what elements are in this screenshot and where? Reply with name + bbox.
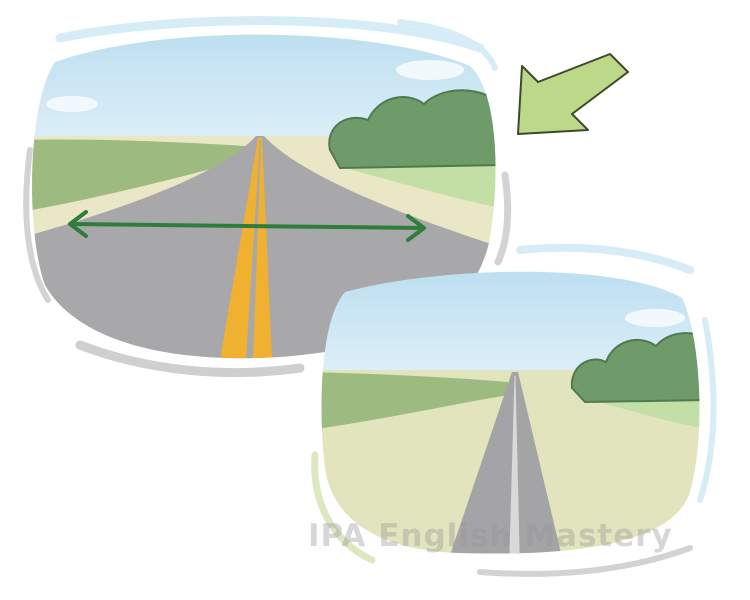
grass-left — [321, 372, 508, 430]
pointer-arrow-icon — [517, 53, 629, 135]
center-line — [509, 376, 520, 554]
width-double-arrow — [68, 210, 426, 242]
road — [445, 372, 565, 554]
cloud — [46, 96, 98, 112]
cloud — [396, 60, 464, 80]
grass-left — [32, 139, 245, 212]
bushes — [328, 89, 496, 170]
cloud — [625, 309, 685, 327]
center-line-gap — [246, 140, 261, 359]
bushes — [570, 332, 700, 404]
narrow-road-scene — [321, 271, 700, 554]
watermark-text: IPA English Mastery — [308, 518, 673, 554]
wide-road-scene — [32, 34, 496, 359]
